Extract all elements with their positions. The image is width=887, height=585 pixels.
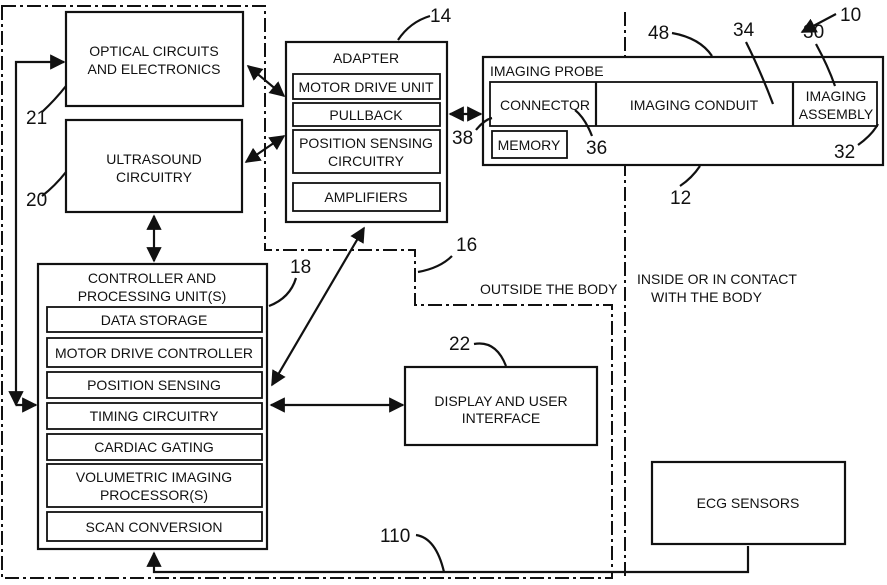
ultrasound-label-1: ULTRASOUND (106, 151, 201, 167)
ref-12: 12 (670, 188, 691, 209)
ecg-sensors-label: ECG SENSORS (697, 495, 800, 511)
adapter-controller-link (272, 228, 364, 385)
controller-title-2: PROCESSING UNIT(S) (78, 288, 227, 304)
ref-16: 16 (456, 235, 477, 256)
ref-48: 48 (648, 23, 669, 44)
cardiac-gating-label: CARDIAC GATING (94, 439, 214, 455)
leader-20 (42, 172, 66, 196)
volumetric-imaging-label-2: PROCESSOR(S) (100, 487, 208, 503)
optical-label-1: OPTICAL CIRCUITS (89, 43, 218, 59)
position-sensing-ctrl-label: POSITION SENSING (87, 377, 221, 393)
leader-21 (42, 86, 66, 112)
imaging-probe-title: IMAGING PROBE (490, 63, 604, 79)
scan-conversion-label: SCAN CONVERSION (86, 519, 223, 535)
memory-label: MEMORY (498, 137, 561, 153)
motor-drive-controller-label: MOTOR DRIVE CONTROLLER (55, 345, 253, 361)
leader-14 (398, 16, 430, 40)
leader-110 (416, 535, 444, 572)
ref-36: 36 (586, 138, 607, 159)
imaging-assembly-label-1: IMAGING (806, 88, 867, 104)
inside-body-label-1: INSIDE OR IN CONTACT (637, 271, 797, 287)
adapter-title: ADAPTER (333, 50, 399, 66)
ref-22: 22 (449, 334, 470, 355)
timing-circuitry-label: TIMING CIRCUITRY (90, 408, 220, 424)
outside-body-label: OUTSIDE THE BODY (480, 281, 618, 297)
ultrasound-adapter-link (246, 136, 284, 162)
pullback-label: PULLBACK (329, 107, 403, 123)
leader-12 (680, 166, 700, 186)
volumetric-imaging-label-1: VOLUMETRIC IMAGING (76, 469, 232, 485)
ref-110: 110 (380, 526, 410, 547)
leader-22 (474, 343, 506, 366)
imaging-assembly-label-2: ASSEMBLY (799, 106, 874, 122)
ref-34: 34 (733, 20, 755, 41)
leader-18 (269, 278, 296, 306)
ref-18: 18 (290, 257, 311, 278)
data-storage-label: DATA STORAGE (101, 312, 208, 328)
motor-drive-unit-label: MOTOR DRIVE UNIT (298, 79, 434, 95)
position-sensing-label-2: CIRCUITRY (328, 153, 405, 169)
display-label-1: DISPLAY AND USER (434, 393, 567, 409)
leader-16 (418, 256, 452, 272)
optical-label-2: AND ELECTRONICS (87, 61, 220, 77)
display-label-2: INTERFACE (462, 410, 541, 426)
figure-number: 10 (840, 5, 861, 26)
amplifiers-label: AMPLIFIERS (324, 189, 407, 205)
controller-title-1: CONTROLLER AND (88, 270, 216, 286)
position-sensing-label-1: POSITION SENSING (299, 135, 433, 151)
ref-14: 14 (430, 6, 452, 27)
inside-body-label-2: WITH THE BODY (651, 289, 763, 305)
ultrasound-label-2: CIRCUITRY (116, 169, 193, 185)
leader-48 (672, 33, 712, 56)
ref-38: 38 (452, 128, 473, 149)
imaging-conduit-label: IMAGING CONDUIT (630, 97, 759, 113)
optical-circuits-box (66, 12, 243, 106)
ref-32: 32 (834, 142, 855, 163)
